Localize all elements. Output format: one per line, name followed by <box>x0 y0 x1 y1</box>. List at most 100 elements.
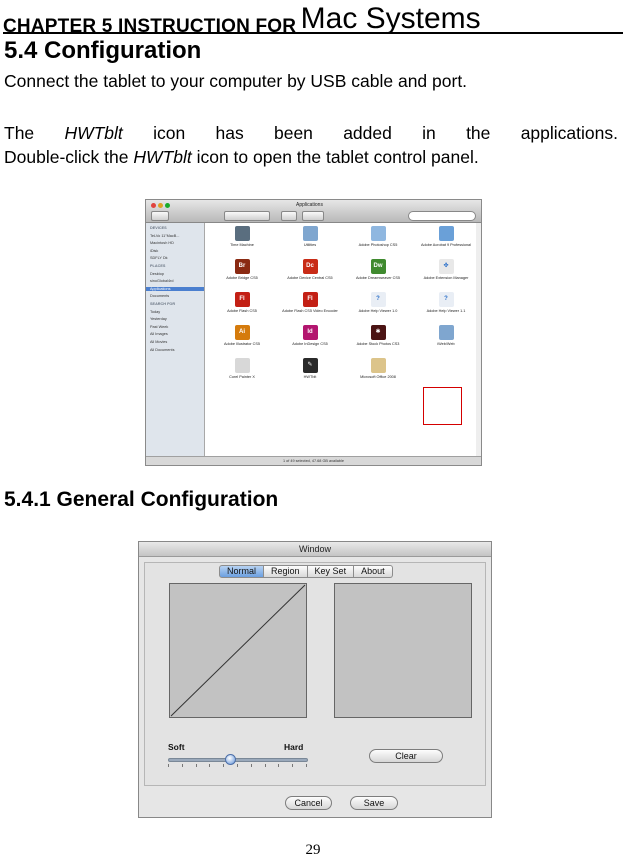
app-icon <box>370 226 386 241</box>
app-label: Adobe Help Viewer 1.1 <box>426 309 466 313</box>
search-input[interactable] <box>408 211 476 221</box>
app-icon <box>370 358 386 373</box>
slider-tick <box>264 764 266 767</box>
sidebar-item[interactable]: Past Week <box>150 324 169 329</box>
sidebar-item[interactable]: SDFLY Dk <box>150 256 168 261</box>
hard-label: Hard <box>284 742 304 752</box>
app-label: Adobe Photoshop CS5 <box>358 243 398 247</box>
close-icon[interactable] <box>151 203 156 208</box>
action-gear-icon[interactable] <box>302 211 324 221</box>
app-item[interactable]: ? Adobe Help Viewer 1.0 <box>346 292 410 314</box>
app-label: Adobe Extension Manager <box>423 276 469 280</box>
sidebar-item[interactable]: All Images <box>150 332 168 337</box>
slider-tick <box>306 764 307 767</box>
app-item[interactable]: ✱ Adobe Stock Photos CS3 <box>346 325 410 347</box>
app-label: Adobe Stock Photos CS3 <box>356 342 400 346</box>
pressure-slider-track[interactable] <box>168 758 308 762</box>
text-part: icon to open the tablet control panel. <box>196 147 479 167</box>
app-item[interactable]: Utilities <box>278 226 342 248</box>
app-item[interactable]: Adobe Acrobat 9 Professional <box>414 226 478 248</box>
finder-title: Applications <box>296 202 323 208</box>
slider-tick <box>181 764 183 767</box>
tab-region[interactable]: Region <box>264 565 308 578</box>
quicklook-eye-icon[interactable] <box>281 211 297 221</box>
sidebar-item[interactable]: Documents <box>150 294 170 299</box>
text-part: Double-click the <box>4 147 129 167</box>
hwtblt-name: HWTblt <box>64 123 123 143</box>
sidebar-item[interactable]: Today <box>150 309 161 314</box>
tab-normal[interactable]: Normal <box>219 565 265 578</box>
finder-titlebar: Applications <box>146 200 481 223</box>
pressure-curve-graph <box>170 584 306 717</box>
app-icon: ✤ <box>438 259 454 274</box>
app-item[interactable]: Adobe Photoshop CS5 <box>346 226 410 248</box>
app-icon: Ai <box>234 325 250 340</box>
pressure-curve-panel <box>169 583 307 718</box>
app-icon <box>302 226 318 241</box>
app-label: Adobe Help Viewer 1.0 <box>358 309 398 313</box>
sidebar-item[interactable]: Yesterday <box>150 317 167 322</box>
view-mode-buttons[interactable] <box>224 211 270 221</box>
app-icon: Br <box>234 259 250 274</box>
slider-ticks <box>168 764 308 768</box>
app-label: Adobe Flash CS5 Video Encoder <box>282 309 338 313</box>
slider-tick <box>168 764 169 767</box>
sidebar-item[interactable]: iDisk <box>150 248 159 253</box>
app-item[interactable]: Microsoft Office 2008 <box>346 358 410 380</box>
cancel-button[interactable]: Cancel <box>285 796 332 810</box>
minimize-icon[interactable] <box>158 203 163 208</box>
sidebar-heading: SEARCH FOR <box>150 302 176 306</box>
app-item[interactable]: iWeb/Web <box>414 325 478 347</box>
app-icon: ? <box>370 292 386 307</box>
app-icon: ✱ <box>370 325 386 340</box>
sidebar-item[interactable]: Macintosh HD <box>150 241 174 246</box>
pressure-slider-knob[interactable] <box>225 754 237 765</box>
finder-status-bar: 1 of 49 selected, 47.68 GB available <box>146 456 481 465</box>
pen-test-panel[interactable] <box>334 583 472 718</box>
slider-tick <box>223 764 225 767</box>
sidebar-item[interactable]: TeLVo 11"MacB... <box>150 233 180 238</box>
paragraph-connect: Connect the tablet to your computer by U… <box>4 71 468 91</box>
tab-key-set[interactable]: Key Set <box>307 565 355 578</box>
zoom-icon[interactable] <box>165 203 170 208</box>
sidebar-item[interactable]: All Movies <box>150 340 168 344</box>
sidebar-item[interactable]: All Documents <box>150 347 175 352</box>
scrollbar[interactable] <box>476 223 481 456</box>
app-icon <box>438 325 454 340</box>
clear-button[interactable]: Clear <box>369 749 443 763</box>
app-icon: ✎ <box>302 358 318 373</box>
app-label: Adobe Device Central CS5 <box>287 276 333 280</box>
app-icon: Dw <box>370 259 386 274</box>
slider-tick <box>292 764 294 767</box>
paragraph-double-click: Double-click the HWTblt icon to open the… <box>4 145 479 169</box>
app-icon <box>438 226 454 241</box>
tab-about[interactable]: About <box>354 565 393 578</box>
slider-tick <box>250 764 252 767</box>
app-item[interactable]: ?Adobe Help Viewer 1.1 <box>414 292 478 314</box>
sidebar-item[interactable]: sinoGlobal4rd <box>150 279 174 284</box>
app-label: iWeb/Web <box>437 342 455 346</box>
app-label: Adobe Dreamweaver CS5 <box>355 276 401 280</box>
app-label: Microsoft Office 2008 <box>360 375 396 379</box>
save-button[interactable]: Save <box>350 796 398 810</box>
app-item[interactable]: ✎HWTblt <box>278 358 342 380</box>
app-item[interactable]: Corel Painter X <box>210 358 274 380</box>
chapter-prefix: CHAPTER 5 INSTRUCTION FOR <box>3 16 297 37</box>
sidebar-item[interactable]: Desktop <box>150 271 164 276</box>
app-item[interactable]: Time Machine <box>210 226 274 248</box>
app-item[interactable]: ✤ Adobe Extension Manager <box>414 259 478 281</box>
app-label: Time Machine <box>230 243 254 247</box>
sidebar-item[interactable]: Applications <box>146 286 204 291</box>
soft-label: Soft <box>168 742 185 752</box>
back-forward-button[interactable] <box>151 211 169 221</box>
